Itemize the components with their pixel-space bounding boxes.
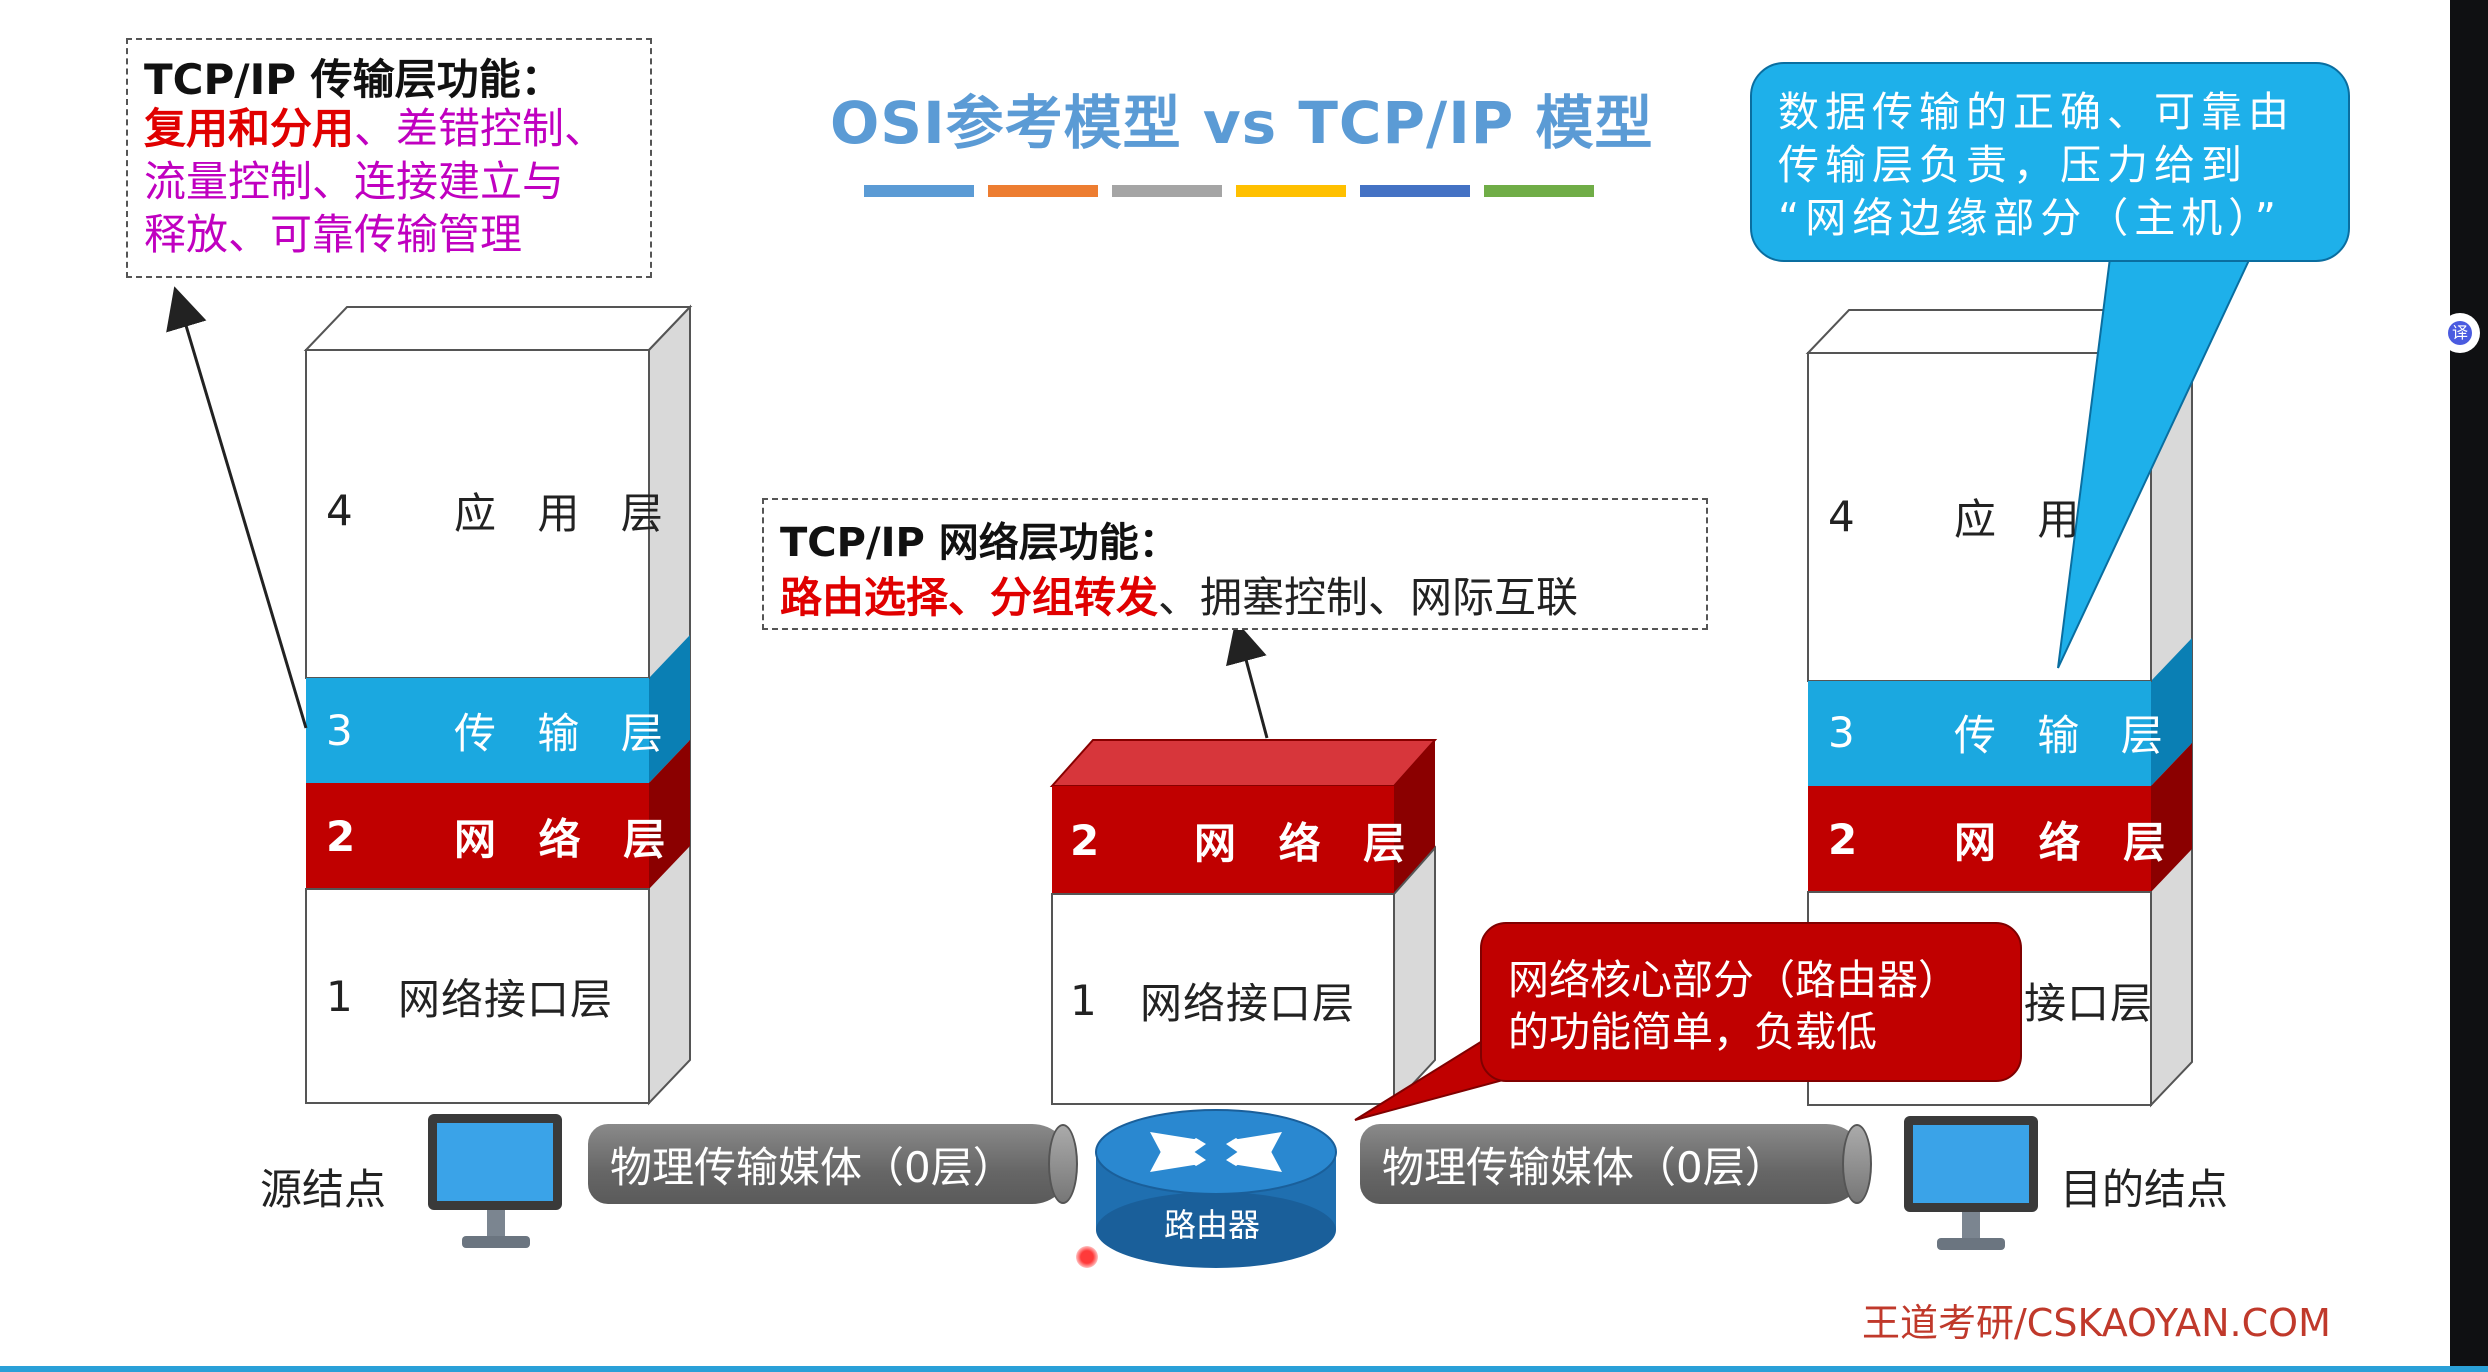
edge-responsibility-callout: 数据传输的正确、可靠由 传输层负责，压力给到 “网络边缘部分（主机）” xyxy=(1750,62,2350,262)
pointer-dot xyxy=(1076,1246,1098,1268)
layer-name: 网络接口层 xyxy=(398,974,614,1024)
right-layer-transport: 3 传 输 层 xyxy=(1808,692,2163,772)
left-stack-top xyxy=(303,306,693,351)
router-label: 路由器 xyxy=(1164,1206,1261,1244)
right-layer-link: 接口层 xyxy=(1808,960,2154,1040)
callout-line: 网络核心部分（路由器） xyxy=(1508,956,1959,1004)
layer-name: 应 用 层 xyxy=(454,488,677,538)
layer-num: 1 xyxy=(326,971,353,1021)
layer-name: 传 输 层 xyxy=(454,708,677,758)
layer-num: 2 xyxy=(1828,814,1858,864)
left-layer-app: 4 应 用 层 xyxy=(306,470,663,550)
layer-num: 2 xyxy=(326,811,356,861)
left-layer-link: 1 网络接口层 xyxy=(306,956,649,1036)
network-sep: 、 xyxy=(948,573,991,622)
accent-bar xyxy=(864,185,974,197)
physical-media-left: 物理传输媒体（0层） xyxy=(588,1124,1078,1204)
physical-media-right: 物理传输媒体（0层） xyxy=(1360,1124,1872,1204)
right-network-side xyxy=(2151,743,2192,892)
transport-function-box: TCP/IP 传输层功能： 复用和分用、差错控制、 流量控制、连接建立与 释放、… xyxy=(126,38,652,278)
router-stack-top xyxy=(1049,739,1438,787)
slide-title: OSI参考模型 vs TCP/IP 模型 xyxy=(830,89,1654,157)
left-transport-rect xyxy=(306,678,649,783)
layer-name: 网 络 层 xyxy=(1954,817,2180,867)
network-item-routing: 路由选择 xyxy=(780,573,949,622)
left-stack xyxy=(303,304,693,1106)
left-network-side xyxy=(649,740,690,889)
router-network-side xyxy=(1394,740,1435,894)
router-layer-network: 2 网 络 层 xyxy=(1052,800,1405,880)
accent-bar xyxy=(1360,185,1470,197)
router-link-rect xyxy=(1051,893,1395,1105)
right-layer-app: 4 应 用 xyxy=(1808,476,2151,556)
media-end-cap xyxy=(1842,1124,1872,1204)
layer-name: 网 络 层 xyxy=(454,814,680,864)
source-node-label: 源结点 xyxy=(260,1165,387,1214)
router-icon xyxy=(1095,1109,1337,1268)
network-arrow xyxy=(1226,620,1269,739)
callout-line: 传输层负责，压力给到 xyxy=(1778,141,2248,189)
transport-line2: 流量控制、连接建立与 xyxy=(144,157,565,206)
right-network-rect xyxy=(1808,786,2151,892)
footer-brand: 王道考研/CSKAOYAN.COM xyxy=(1862,1301,2331,1345)
layer-name: 网络接口层 xyxy=(1140,978,1356,1028)
transport-line3: 释放、可靠传输管理 xyxy=(144,210,523,259)
transport-arrow xyxy=(166,286,308,729)
right-transport-rect xyxy=(1808,681,2151,786)
callout-line: 的功能简单，负载低 xyxy=(1508,1008,1877,1056)
layer-num: 1 xyxy=(1070,975,1097,1025)
layer-name: 接口层 xyxy=(2024,978,2154,1028)
layer-name: 传 输 层 xyxy=(1954,710,2177,760)
left-network-rect xyxy=(306,783,649,889)
source-computer-icon xyxy=(428,1114,562,1248)
left-app-rect xyxy=(305,349,650,679)
network-item-forwarding: 分组转发 xyxy=(990,573,1159,622)
core-router-callout: 网络核心部分（路由器） 的功能简单，负载低 xyxy=(1480,922,2022,1082)
transport-box-body: 复用和分用、差错控制、 流量控制、连接建立与 释放、可靠传输管理 xyxy=(144,102,606,261)
callout-line: 数据传输的正确、可靠由 xyxy=(1778,88,2295,136)
transport-box-heading: TCP/IP 传输层功能： xyxy=(144,55,563,104)
destination-computer-icon xyxy=(1904,1116,2038,1250)
left-layer-transport: 3 传 输 层 xyxy=(306,690,663,770)
network-rest: 、拥塞控制、网际互联 xyxy=(1158,573,1579,622)
accent-bar xyxy=(988,185,1098,197)
transport-line1-rest: 、差错控制、 xyxy=(354,104,607,153)
layer-num: 2 xyxy=(1070,815,1100,865)
callout-line: “网络边缘部分（主机）” xyxy=(1778,194,2282,242)
layer-num: 4 xyxy=(1828,491,1855,541)
left-transport-side xyxy=(649,635,690,783)
media-label: 物理传输媒体（0层） xyxy=(610,1142,1015,1192)
translate-icon[interactable]: 译 xyxy=(2448,321,2472,345)
layer-num: 3 xyxy=(1828,707,1855,757)
router-layer-link: 1 网络接口层 xyxy=(1052,960,1394,1040)
media-label: 物理传输媒体（0层） xyxy=(1382,1142,1787,1192)
left-link-rect xyxy=(305,888,650,1104)
router-stack xyxy=(1049,739,1438,1107)
translate-badge[interactable]: 译 xyxy=(2440,313,2480,353)
router-link-side xyxy=(1393,845,1436,1107)
layer-name: 应 用 xyxy=(1954,494,2094,544)
accent-bar xyxy=(1236,185,1346,197)
left-layer-network: 2 网 络 层 xyxy=(306,796,665,876)
network-box-heading: TCP/IP 网络层功能： xyxy=(780,520,1179,566)
accent-bar xyxy=(1484,185,1594,197)
layer-num: 4 xyxy=(326,485,353,535)
network-function-box: TCP/IP 网络层功能： 路由选择、分组转发、拥塞控制、网际互联 xyxy=(762,498,1708,630)
right-dark-strip xyxy=(2450,0,2488,1372)
router-network-rect xyxy=(1052,786,1394,894)
accent-bar xyxy=(1112,185,1222,197)
right-transport-side xyxy=(2151,638,2192,786)
layer-num: 3 xyxy=(326,705,353,755)
transport-highlight: 复用和分用 xyxy=(144,104,355,153)
bottom-accent-line xyxy=(0,1366,2488,1372)
network-box-body: 路由选择、分组转发、拥塞控制、网际互联 xyxy=(780,564,1578,625)
media-end-cap xyxy=(1048,1124,1078,1204)
layer-name: 网 络 层 xyxy=(1194,818,1420,868)
right-layer-network: 2 网 络 层 xyxy=(1808,799,2165,879)
destination-node-label: 目的结点 xyxy=(2060,1165,2229,1214)
